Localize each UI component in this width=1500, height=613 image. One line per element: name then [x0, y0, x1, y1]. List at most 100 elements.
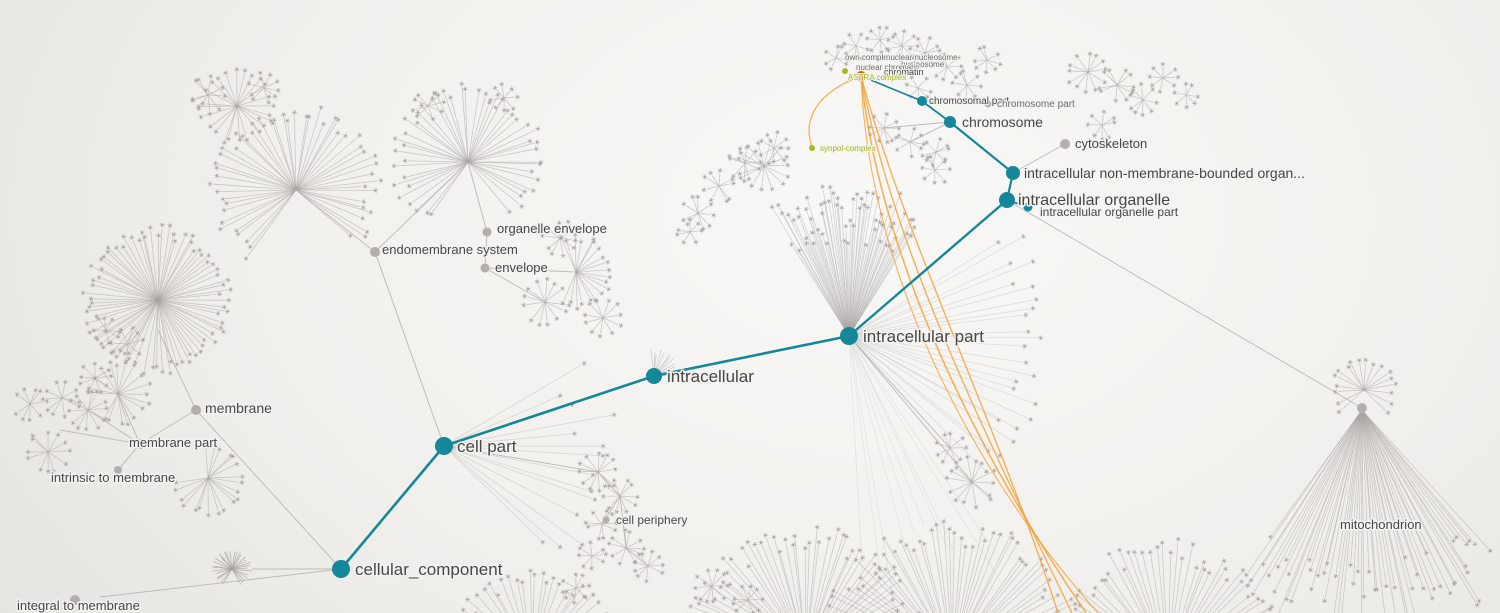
label-membrane-part[interactable]: membrane part [128, 434, 220, 452]
graph-node[interactable] [482, 227, 492, 237]
layer-path [339, 75, 1029, 571]
layer-orange [808, 75, 1099, 613]
tuft [893, 126, 927, 159]
tuft [949, 68, 984, 103]
fan-membrane-part [85, 359, 153, 427]
tuft [576, 450, 618, 494]
node-cellular_component[interactable] [332, 560, 350, 578]
graph-node[interactable] [70, 595, 80, 605]
tuft [410, 90, 447, 122]
label-organelle-envelope[interactable]: organelle envelope [496, 220, 609, 238]
graph-edge [921, 100, 989, 105]
graph-node[interactable] [480, 263, 490, 273]
fan-bottom-left [460, 568, 608, 613]
graph-node[interactable] [135, 439, 145, 449]
graph-node[interactable] [1060, 139, 1070, 149]
graph-edge [374, 161, 469, 253]
graph-edge [1006, 199, 1363, 409]
tuft [632, 549, 666, 584]
label-cytoskeleton[interactable]: cytoskeleton [1074, 135, 1149, 153]
accent-node[interactable] [809, 145, 815, 151]
label-endomembrane-system[interactable]: endomembrane system [381, 241, 520, 259]
label-nuclear-nucleosome[interactable]: nuclear nucleosome [885, 52, 959, 63]
label-chromosome-part[interactable]: chromosome part [996, 98, 1076, 111]
label-cell_part[interactable]: cell part [456, 436, 519, 458]
label-non_membrane_bounded_organelle[interactable]: intracellular non-membrane-bounded organ… [1023, 164, 1307, 183]
tuft [866, 111, 902, 145]
tuft [864, 25, 896, 55]
graph-edge [484, 231, 488, 269]
node-intracellular_organelle_part[interactable] [1023, 202, 1033, 212]
highlighted-orange-edge [860, 75, 1059, 613]
label-mitochondrion[interactable]: mitochondrion [1339, 516, 1424, 534]
tuft [919, 154, 953, 186]
graph-node[interactable] [370, 247, 380, 257]
fan-bottom-1 [687, 524, 922, 613]
tuft [730, 583, 766, 613]
label-nuclear-chromatin[interactable]: nuclear chromatin [855, 62, 921, 73]
label-synpol-complex[interactable]: synpol-complex [819, 143, 877, 154]
label-intracellular_part[interactable]: intracellular part [862, 326, 986, 348]
graph-edge [117, 443, 141, 471]
highlighted-path-edge [442, 374, 656, 448]
tuft [929, 52, 964, 82]
tuft [701, 167, 737, 204]
dandelion [944, 454, 997, 510]
wedge-mitochondrion [1243, 409, 1493, 613]
graph-edge [625, 547, 649, 567]
graph-edge [619, 495, 627, 549]
tuft [1128, 81, 1160, 118]
label-intrinsic-to-membrane[interactable]: intrinsic to membrane [50, 469, 177, 487]
label-intracellular_organelle_part[interactable]: intracellular organelle part [1039, 204, 1180, 220]
tuft [674, 216, 704, 245]
node-focus[interactable] [856, 71, 866, 81]
graph-node[interactable] [602, 516, 610, 524]
graph-node[interactable] [1357, 403, 1367, 413]
graph-edge [374, 251, 445, 447]
node-intracellular_part[interactable] [840, 327, 858, 345]
label-own-complex[interactable]: own complex [844, 52, 893, 63]
graph-node[interactable] [984, 100, 992, 108]
label-chromatin[interactable]: chromatin [883, 66, 925, 78]
graph-node[interactable] [191, 405, 201, 415]
graph-edge [883, 121, 951, 129]
node-non_membrane_bounded_organelle[interactable] [1006, 166, 1020, 180]
label-envelope[interactable]: envelope [494, 259, 550, 277]
label-nucleosome[interactable]: nucleosome [900, 59, 946, 70]
highlighted-orange-edge [860, 75, 1073, 613]
label-chromosome[interactable]: chromosome [961, 113, 1045, 132]
label-cell-periphery[interactable]: cell periphery [615, 512, 688, 528]
node-cell_part[interactable] [435, 437, 453, 455]
graph-node[interactable] [114, 466, 122, 474]
label-astra-complex[interactable]: ASTRA complex [847, 72, 907, 83]
node-chromosomal_part[interactable] [917, 96, 927, 106]
label-cellular_component[interactable]: cellular_component [354, 559, 505, 581]
graph-edge [848, 335, 951, 449]
label-membrane[interactable]: membrane [204, 399, 274, 418]
tuft [582, 297, 624, 339]
tuft [972, 44, 1003, 75]
highlighted-path-edge [860, 75, 923, 102]
graph-edge [484, 267, 577, 273]
label-intracellular_organelle[interactable]: intracellular organelle [1017, 191, 1172, 211]
graph-edge [87, 409, 141, 445]
highlighted-path-edge [339, 444, 446, 571]
tuft [91, 315, 123, 346]
tuft [907, 35, 943, 69]
graph-edge [848, 335, 973, 483]
label-integral-to-membrane[interactable]: integral to membrane [16, 597, 142, 613]
fan-upper-left-large [207, 104, 384, 262]
accent-node[interactable] [842, 68, 848, 74]
tuft [934, 431, 969, 466]
graph-edge [597, 471, 621, 497]
graph-edge [195, 409, 342, 570]
node-intracellular_organelle[interactable] [999, 192, 1015, 208]
label-intracellular[interactable]: intracellular [666, 366, 756, 388]
highlighted-path-edge [847, 198, 1009, 338]
label-chromosomal_part[interactable]: chromosomal part [928, 95, 1010, 108]
fan-envelope-shell [558, 232, 613, 312]
node-intracellular[interactable] [646, 368, 662, 384]
node-chromosome[interactable] [944, 116, 956, 128]
layer-labels: cellular_component cell part intracellular… [16, 52, 1424, 613]
